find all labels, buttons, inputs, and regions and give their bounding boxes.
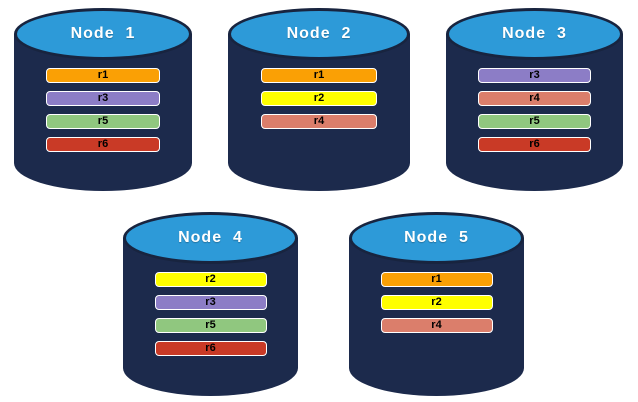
cylinder-body (123, 238, 298, 396)
cylinder-top: Node 5 (349, 212, 524, 264)
replica-label: r1 (313, 69, 325, 81)
cylinder-top: Node 1 (14, 8, 192, 60)
replica-label: r5 (205, 319, 216, 331)
replica-label: r4 (529, 92, 540, 104)
node-label: Node 2 (286, 25, 352, 42)
replica-bar-r2: r2 (260, 91, 378, 106)
replica-bar-r5: r5 (477, 114, 592, 129)
replica-list: r3 r4 r5 r6 (477, 68, 592, 152)
replica-label: r2 (205, 273, 216, 285)
replica-bar-r4: r4 (260, 114, 378, 129)
replica-bar-r1: r1 (46, 68, 160, 83)
replica-bar-r1: r1 (380, 272, 493, 287)
replica-label: r1 (97, 69, 109, 81)
replica-bar-r2: r2 (154, 272, 267, 287)
replica-label: r5 (97, 115, 109, 127)
replica-label: r4 (313, 115, 325, 127)
replica-label: r5 (529, 115, 540, 127)
replica-bar-r3: r3 (46, 91, 160, 106)
replica-bar-r3: r3 (477, 68, 592, 83)
node-label: Node 1 (70, 25, 136, 42)
node-label: Node 4 (178, 229, 243, 246)
replica-label: r2 (431, 296, 442, 308)
cylinder-body (446, 34, 623, 191)
replica-bar-r5: r5 (154, 318, 267, 333)
replica-label: r6 (529, 138, 540, 150)
replica-bar-r6: r6 (477, 137, 592, 152)
replica-bar-r5: r5 (46, 114, 160, 129)
replica-label: r4 (431, 319, 442, 331)
replica-bar-r4: r4 (380, 318, 493, 333)
replica-label: r3 (97, 92, 109, 104)
replica-label: r3 (529, 69, 540, 81)
replica-bar-r3: r3 (154, 295, 267, 310)
replica-label: r3 (205, 296, 216, 308)
cylinder-top: Node 4 (123, 212, 298, 264)
replica-list: r2 r3 r5 r6 (154, 272, 267, 356)
replica-bar-r6: r6 (154, 341, 267, 356)
node-cylinder-5: Node 5 r1 r2 r4 (349, 212, 524, 396)
replica-list: r1 r2 r4 (260, 68, 378, 129)
replica-bar-r2: r2 (380, 295, 493, 310)
cylinder-body (14, 34, 192, 191)
replica-bar-r4: r4 (477, 91, 592, 106)
replica-label: r2 (313, 92, 325, 104)
replica-bar-r1: r1 (260, 68, 378, 83)
node-label: Node 3 (502, 25, 567, 42)
replica-label: r6 (205, 342, 216, 354)
node-cylinder-2: Node 2 r1 r2 r4 (228, 8, 410, 191)
node-cylinder-1: Node 1 r1 r3 r5 r6 (14, 8, 192, 191)
cylinder-body (349, 238, 524, 396)
replica-list: r1 r2 r4 (380, 272, 493, 333)
cylinder-body (228, 34, 410, 191)
replica-bar-r6: r6 (46, 137, 160, 152)
cylinder-top: Node 3 (446, 8, 623, 60)
node-label: Node 5 (404, 229, 469, 246)
cylinder-top: Node 2 (228, 8, 410, 60)
replica-label: r6 (97, 138, 109, 150)
node-cylinder-3: Node 3 r3 r4 r5 r6 (446, 8, 623, 191)
node-cylinder-4: Node 4 r2 r3 r5 r6 (123, 212, 298, 396)
replica-list: r1 r3 r5 r6 (46, 68, 160, 152)
replica-label: r1 (431, 273, 442, 285)
